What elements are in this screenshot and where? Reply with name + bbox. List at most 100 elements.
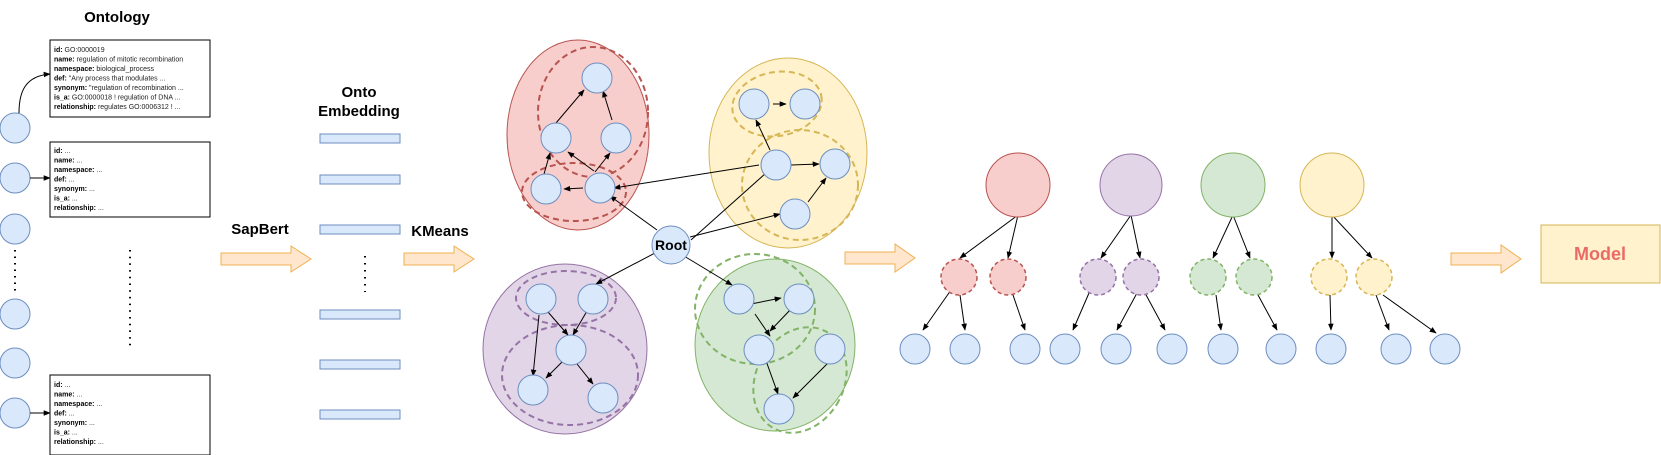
sapbert-label: SapBert (231, 221, 289, 238)
card-field-key: name: (54, 392, 75, 399)
card-field: synonym: ... (54, 186, 95, 193)
graph-node (760, 149, 792, 181)
card-field: is_a: GO:0000018 ! regulation of DNA ... (54, 95, 181, 102)
card-field: def: ... (54, 177, 75, 184)
tree-mid-nodes (940, 258, 1393, 296)
card-field-key: id: (54, 382, 63, 389)
card-field-key: is_a: (54, 95, 70, 102)
card-field: relationship: regulates GO:0006312 ! ... (54, 104, 181, 111)
graph-node (779, 198, 811, 230)
card-field-key: relationship: (54, 205, 96, 212)
tree-to-model-arrow (1450, 244, 1522, 274)
embedding-title-line1: Onto (342, 84, 377, 101)
card-field-value: ... (87, 420, 95, 427)
embedding-vector (319, 309, 401, 320)
root-label: Root (655, 237, 687, 253)
ontology-node (0, 347, 31, 379)
connector-arrow (18, 71, 51, 114)
tree-leaf (1265, 333, 1297, 365)
card-field: name: ... (54, 392, 82, 399)
card-field: id: ... (54, 382, 70, 389)
tree-mid-node-purple (1122, 258, 1160, 296)
tree-mid-node-yellow (1310, 258, 1348, 296)
ontology-card-short: id: ...name: ...namespace: ...def: ...sy… (49, 374, 211, 455)
graph-node (600, 122, 632, 154)
card-field-value: ... (96, 439, 104, 446)
tree-leaf (1380, 333, 1412, 365)
tree-leaf (949, 333, 981, 365)
card-field-value: ... (94, 167, 102, 174)
tree-leaf (1315, 333, 1347, 365)
graph-node (587, 382, 619, 414)
graph-node (743, 334, 775, 366)
graph-node (789, 88, 821, 120)
tree-root-red (985, 152, 1051, 218)
card-field: synonym: "regulation of recombination ..… (54, 85, 184, 92)
model-box (1540, 224, 1661, 284)
card-field-value: GO:0000018 ! regulation of DNA ... (70, 95, 181, 102)
subcluster-red-bottom (521, 162, 627, 222)
graph-edges (530, 89, 830, 399)
graph-node (723, 283, 755, 315)
card-field-key: namespace: (54, 401, 94, 408)
graph-node (540, 122, 572, 154)
card-field-value: GO:0000019 (63, 47, 105, 54)
card-field-key: def: (54, 76, 67, 83)
graph-node (525, 283, 557, 315)
card-field-key: name: (54, 57, 75, 64)
card-field-key: relationship: (54, 439, 96, 446)
card-field-value: biological_process (94, 66, 154, 73)
tree-leaf (1429, 333, 1461, 365)
tree-edges (922, 214, 1437, 334)
graph-node (584, 172, 616, 204)
tree-mid-node-purple (1079, 258, 1117, 296)
card-field-key: id: (54, 148, 63, 155)
graph-node (814, 333, 846, 365)
card-field: name: ... (54, 158, 82, 165)
ontology-node (0, 112, 31, 144)
ontology-nodes (0, 112, 31, 429)
card-field-value: ... (63, 382, 71, 389)
card-field-value: ... (94, 401, 102, 408)
card-field-key: def: (54, 177, 67, 184)
graph-node (577, 283, 609, 315)
graph-nodes (517, 62, 851, 425)
card-field-value: ... (96, 205, 104, 212)
card-field-key: synonym: (54, 85, 87, 92)
card-field-key: is_a: (54, 430, 70, 437)
card-field: namespace: ... (54, 167, 102, 174)
card-field-value: "regulation of recombination ... (87, 85, 184, 92)
tree-leaves (899, 333, 1461, 365)
ontology-node (0, 298, 31, 330)
ontology-title: Ontology (84, 9, 150, 26)
card-field-value: ... (75, 392, 83, 399)
ontology-node (0, 213, 31, 245)
graph-node (783, 283, 815, 315)
root-node (651, 225, 691, 265)
embedding-vector (319, 174, 401, 185)
tree-leaf (1207, 333, 1239, 365)
card-field: def: "Any process that modulates ... (54, 76, 165, 83)
graph-node (530, 173, 562, 205)
card-field-value: ... (70, 430, 78, 437)
tree-mid-node-red (940, 258, 978, 296)
tree-root-green (1200, 152, 1266, 218)
kmeans-label: KMeans (411, 223, 469, 240)
tree-leaf (1009, 333, 1041, 365)
embedding-vector (319, 359, 401, 370)
card-field-value: ... (70, 196, 78, 203)
graph-node (517, 374, 549, 406)
tree-mid-node-green (1189, 258, 1227, 296)
tree-root-yellow (1299, 152, 1365, 218)
subcluster-yellow-bottom (741, 129, 859, 241)
graph-node (819, 148, 851, 180)
card-field: relationship: ... (54, 439, 104, 446)
kmeans-arrow (403, 245, 475, 273)
card-field-key: id: (54, 47, 63, 54)
tree-root-purple (1099, 153, 1163, 217)
model-label: Model (1574, 244, 1626, 264)
card-field-key: relationship: (54, 104, 96, 111)
